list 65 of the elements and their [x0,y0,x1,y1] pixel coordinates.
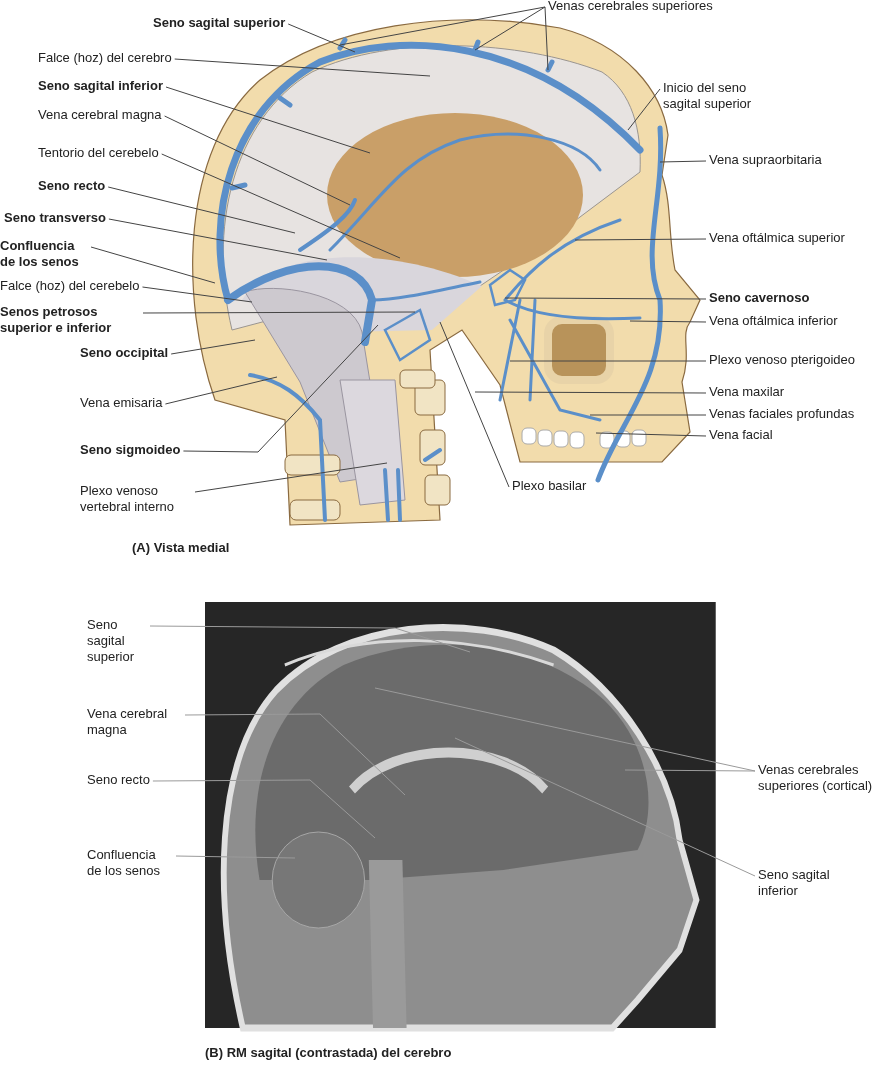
structure-label: Seno cavernoso [709,290,810,306]
structure-label: Vena oftálmica inferior [709,313,838,329]
leader-line [161,153,401,259]
leader-line [474,6,546,51]
structure-label: Seno recto [87,772,150,788]
structure-label: Confluencia de los senos [0,238,88,270]
leader-line [589,414,707,416]
structure-label: Vena cerebral magna [38,107,162,123]
figure-caption: (A) Vista medial [132,540,230,556]
structure-label: Plexo venoso pterigoideo [709,352,855,368]
leader-line [439,321,510,488]
structure-label: Venas cerebrales superiores (cortical) [758,762,892,794]
leader-line [149,625,471,653]
leader-line [504,297,707,300]
structure-label: Vena emisaria [80,395,163,411]
leader-line [182,324,379,453]
structure-label: Seno recto [38,178,106,194]
structure-label: Plexo venoso vertebral interno [80,483,192,515]
leader-line [339,6,546,46]
leader-line [509,360,707,362]
leader-line [164,376,278,405]
leader-line [174,58,431,77]
leader-line [287,23,356,53]
structure-label: Seno occipital [80,345,169,361]
structure-label: Plexo basilar [512,478,587,494]
leader-line [152,779,376,839]
structure-label: Venas cerebrales superiores [548,0,713,14]
leader-line [544,6,549,71]
figure-caption: (B) RM sagital (contrastada) del cerebro [205,1045,452,1061]
structure-label: Vena supraorbitaria [709,152,822,168]
leader-line [141,286,253,303]
structure-label: Venas faciales profundas [709,406,855,422]
structure-label: Vena oftálmica superior [709,230,845,246]
structure-label: Confluencia de los senos [87,847,173,879]
leader-line [595,432,707,437]
leader-line [624,769,756,772]
leader-line [142,311,416,314]
structure-label: Seno sagital inferior [758,867,848,899]
structure-label: Seno sagital superior [153,15,286,31]
leader-line [474,391,707,394]
structure-label: Seno sigmoideo [80,442,181,458]
leader-line [175,855,296,859]
structure-label: Inicio del seno sagital superior [663,80,775,112]
structure-label: Falce (hoz) del cerebro [38,50,172,66]
leader-line [107,186,296,234]
leader-line [165,86,371,154]
structure-label: Vena maxilar [709,384,785,400]
structure-label: Tentorio del cerebelo [38,145,159,161]
leader-line [170,339,256,355]
leader-line [184,713,406,796]
structure-label: Seno transverso [4,210,106,226]
leader-line [108,218,328,261]
leader-line [574,238,707,241]
leader-line [90,246,216,284]
leader-line [194,462,388,493]
leader-line [454,737,756,877]
structure-label: Seno sagital inferior [38,78,163,94]
structure-label: Seno sagital superior [87,617,147,665]
leader-line [659,160,707,163]
leader-line [629,320,707,323]
structure-label: Falce (hoz) del cerebelo [0,278,140,294]
structure-label: Vena facial [709,427,773,443]
leader-line [164,115,351,206]
structure-label: Senos petrosos superior e inferior [0,304,140,336]
structure-label: Vena cerebral magna [87,706,182,738]
